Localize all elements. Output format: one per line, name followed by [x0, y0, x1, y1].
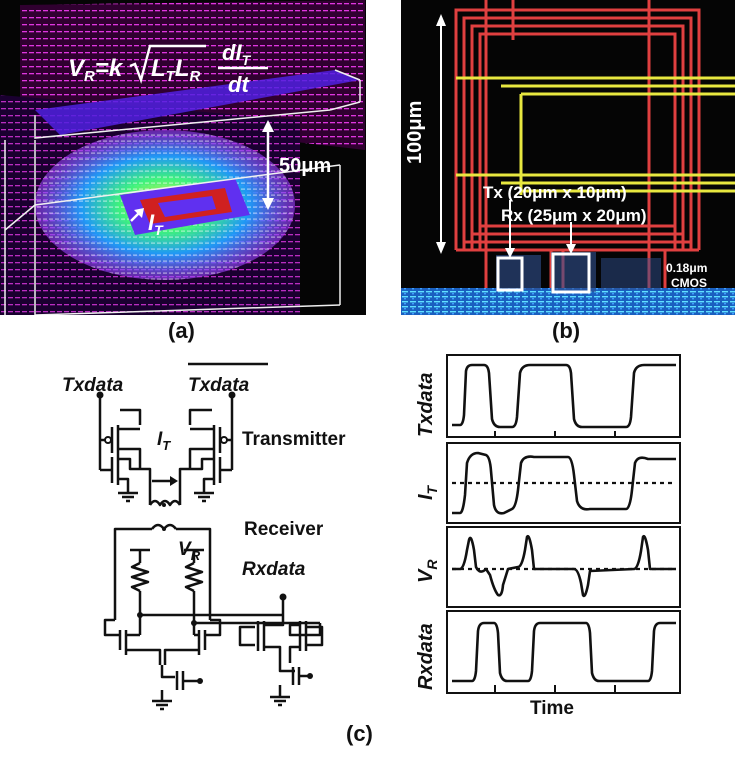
rxdata-waveform-label: Rxdata — [415, 623, 437, 690]
txdata-bar-input-label: Txdata — [188, 375, 250, 396]
time-ticks — [494, 431, 616, 693]
spacing-dimension-arrow — [262, 120, 274, 210]
panel-b-chip-layout: 100μm Tx (20μm x 10μm) Rx (25μm x 20μm) … — [401, 0, 735, 315]
it-waveform-label: IT — [415, 484, 440, 500]
rxdata-output-label: Rxdata — [242, 559, 306, 580]
receiver-coil-plate — [35, 70, 360, 135]
size-dimension-arrow — [436, 14, 446, 254]
receiver-label: Receiver — [244, 519, 324, 540]
rxdata-waveform-frame — [446, 610, 681, 694]
vr-label: VR — [178, 539, 201, 563]
vr-waveform-label: VR — [415, 559, 440, 583]
it-label: IT — [157, 429, 171, 453]
txdata-waveform-frame — [446, 354, 681, 438]
panel-b-label: (b) — [552, 318, 581, 343]
txdata-trace — [452, 363, 676, 429]
field-simulation-figure: VR=k LTLR dIT dt 50μm IT — [0, 0, 365, 315]
coupling-equation-lhs: VR=k — [68, 55, 124, 85]
transmitter-label: Transmitter — [242, 429, 346, 450]
current-label: IT — [148, 210, 164, 238]
waveform-frames — [446, 354, 681, 694]
transceiver-schematic — [98, 395, 324, 711]
current-direction-arrow — [152, 476, 178, 486]
panel-a-label: (a) — [168, 318, 195, 343]
coupling-equation-numerator: dIT — [222, 40, 252, 68]
process-label-node: 0.18μm — [666, 261, 707, 275]
coupling-equation-radicand: LTLR — [151, 55, 201, 85]
waveform-traces — [452, 363, 676, 683]
txdata-waveform-label: Txdata — [415, 373, 437, 437]
layer-wireframe — [4, 69, 361, 315]
metal-interconnect-lines — [456, 76, 735, 195]
txdata-input-label: Txdata — [62, 375, 124, 396]
vr-trace — [452, 535, 676, 598]
spacing-label: 50μm — [279, 155, 331, 177]
tx-label: Tx (20μm x 10μm) — [483, 183, 627, 202]
panel-a-field-simulation: VR=k LTLR dIT dt 50μm IT — [0, 0, 366, 315]
panel-c-circuit-and-waveforms: Txdata Txdata IT Transmitter Receiver VR… — [62, 354, 681, 746]
size-label: 100μm — [404, 101, 426, 164]
current-arrow — [130, 208, 144, 222]
time-axis-label: Time — [530, 698, 574, 719]
zero-reference-lines — [452, 481, 676, 571]
coupling-equation-denominator: dt — [228, 72, 250, 97]
inverter-bubbles — [104, 436, 228, 444]
schematic-nodes — [96, 391, 313, 684]
rx-label: Rx (25μm x 20μm) — [501, 206, 647, 225]
it-trace — [452, 451, 676, 515]
panel-c-label: (c) — [346, 721, 373, 746]
rxdata-trace — [452, 621, 676, 683]
callout-arrows — [505, 200, 576, 258]
sqrt-sign — [129, 44, 206, 84]
chip-layout-figure: 100μm Tx (20μm x 10μm) Rx (25μm x 20μm) … — [401, 0, 735, 315]
process-label-cmos: CMOS — [671, 276, 707, 290]
it-waveform-frame — [446, 442, 681, 524]
vr-waveform-frame — [446, 526, 681, 608]
